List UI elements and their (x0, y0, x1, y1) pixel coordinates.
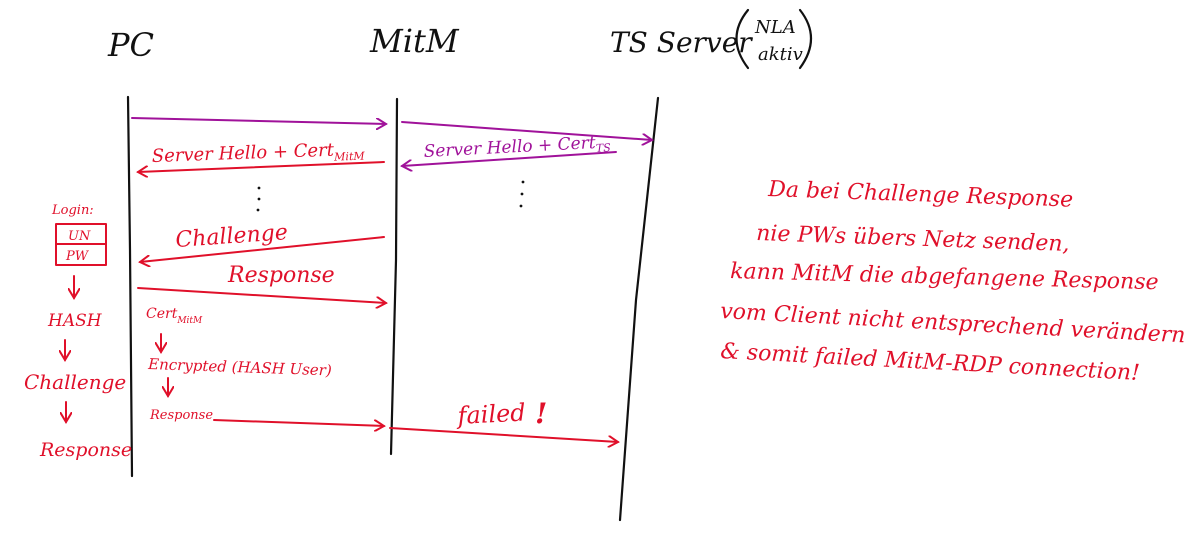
login-title: Login: (51, 203, 94, 218)
ellipsis-server-side (519, 180, 525, 208)
pc-step-cert: CertMitM (146, 306, 203, 326)
lifeline-pc (126, 95, 134, 478)
login-pw: PW (65, 249, 90, 264)
participant-mitm: MitM (369, 22, 460, 60)
arrow-mitm-to-server (401, 121, 652, 140)
lifeline-server (618, 96, 660, 522)
nla-label: NLA (754, 17, 796, 38)
label-server-hello-mitm: Server Hello + CertMitM (151, 139, 365, 170)
left-response: Response (39, 439, 132, 461)
aktiv-label: aktiv (758, 44, 803, 65)
arrow-challenge (140, 236, 385, 262)
label-failed: failed (455, 398, 526, 430)
label-response: Response (227, 263, 335, 288)
note-line-3: kann MitM die abgefangene Response (730, 259, 1159, 295)
pc-step-response: Response (149, 408, 213, 423)
lifeline-mitm (389, 97, 399, 456)
left-paren (735, 8, 750, 70)
login-un: UN (68, 229, 91, 244)
ellipsis-pc-side (256, 186, 261, 212)
note-line-1: Da bei Challenge Response (767, 177, 1074, 213)
left-challenge: Challenge (24, 370, 126, 394)
explanation-note: Da bei Challenge Response nie PWs übers … (720, 177, 1186, 386)
note-line-4: vom Client nicht entsprechend verändern (720, 299, 1186, 348)
participant-server: TS Server (610, 26, 753, 59)
failed-exclamation: ! (535, 397, 547, 430)
arrow-mitm-to-pc-hello (138, 161, 385, 172)
left-hash: HASH (47, 311, 103, 331)
login-box-outline (55, 223, 107, 266)
pc-step-encrypted: Encrypted (HASH User) (147, 355, 332, 379)
login-box: Login: UN PW (51, 203, 107, 266)
nla-note: NLA aktiv (735, 8, 812, 70)
arrow-failed (389, 427, 618, 442)
participant-pc: PC (107, 26, 154, 64)
arrow-pc-to-mitm (131, 117, 386, 124)
arrow-server-to-mitm (402, 151, 617, 166)
note-line-5: & somit failed MitM-RDP connection! (720, 339, 1141, 386)
arrow-response (137, 287, 386, 303)
arrow-final-response (213, 419, 384, 426)
note-line-2: nie PWs übers Netz senden, (756, 221, 1070, 257)
right-paren (798, 8, 812, 70)
